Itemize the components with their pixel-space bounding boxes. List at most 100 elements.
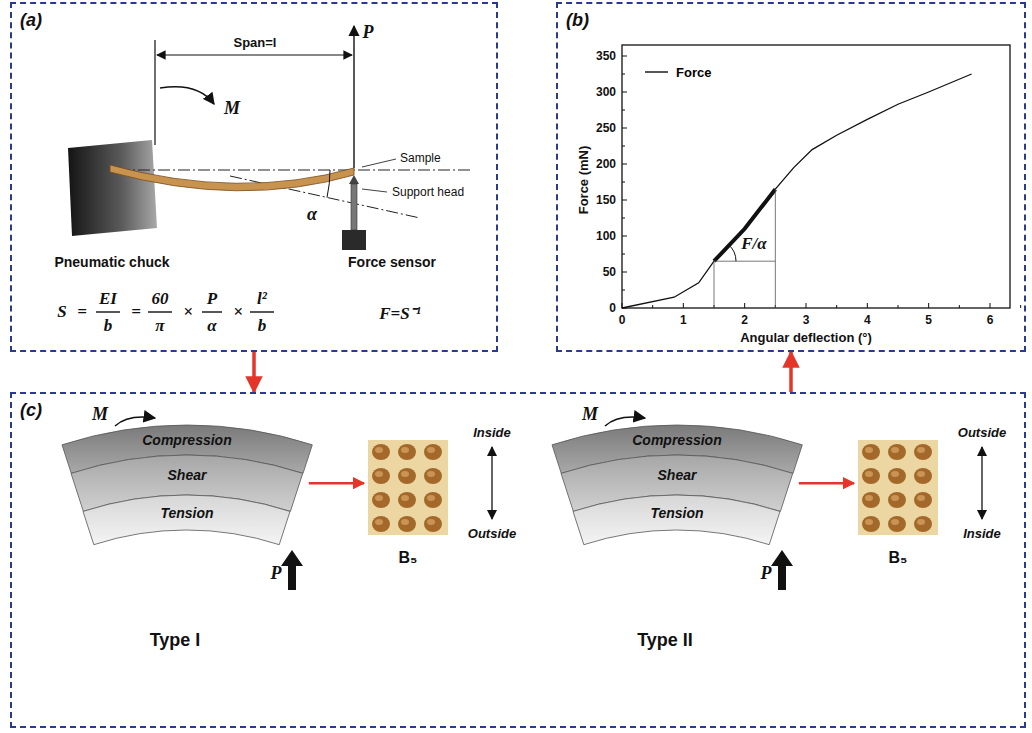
band-label: Tension [650, 505, 703, 521]
part-name: Support head [392, 185, 464, 199]
sample-label: B₅ [399, 549, 418, 567]
micrograph-image [858, 440, 938, 535]
direction-label: Outside [958, 425, 1006, 440]
tick-label: 5 [925, 313, 932, 327]
band-shape [573, 495, 780, 545]
tick-label: 0 [609, 301, 616, 315]
slope-label: F/α [741, 234, 766, 254]
fraction-bar [96, 311, 274, 312]
sample-beam [110, 165, 354, 191]
force-chart [622, 182, 625, 183]
reference-line [154, 40, 155, 145]
force-chart [622, 45, 1021, 308]
tick-label: 200 [596, 157, 616, 171]
part-name: Sample [400, 151, 441, 165]
direction-label: Inside [963, 526, 1001, 541]
formula-term: 60 [152, 289, 169, 309]
force-symbol: P [271, 563, 282, 584]
support-head [349, 175, 359, 184]
panel-letter: (a) [20, 10, 42, 31]
force-chart [622, 146, 625, 147]
formula-term: b [258, 316, 267, 336]
force-chart [728, 244, 736, 261]
chuck-body [68, 140, 157, 236]
micrograph: B₅ [368, 440, 448, 572]
formula-term: EI [99, 289, 117, 309]
band-label: Tension [160, 505, 213, 521]
force-chart [990, 303, 991, 308]
band-label: Compression [142, 432, 231, 448]
tick-label: 6 [987, 313, 994, 327]
tick-label: 250 [596, 121, 616, 135]
micrograph: B₅ [858, 440, 938, 572]
micrograph-image [368, 440, 448, 535]
micrograph-image [858, 440, 938, 535]
formula-term: P [207, 289, 217, 309]
formula-term: l² [257, 289, 267, 309]
legend-sample [645, 71, 668, 72]
tick-label: 300 [596, 85, 616, 99]
panel-letter: (c) [20, 400, 42, 421]
tick-label: 350 [596, 49, 616, 63]
formula-term: × [183, 302, 193, 322]
figure-panel: (a) [10, 2, 498, 352]
force-chart [959, 305, 960, 308]
support-head [342, 175, 366, 250]
fraction-bar [148, 311, 172, 312]
force-chart [806, 303, 807, 308]
formula-term: S [57, 302, 66, 322]
formula-term: × [233, 302, 243, 322]
axis-title: Angular deflection (°) [740, 330, 872, 345]
formula-term: F=S⁻¹ [379, 301, 421, 324]
reference-line [157, 54, 352, 55]
leader-line [362, 159, 396, 167]
direction-label: Inside [473, 425, 511, 440]
force-chart [928, 303, 929, 308]
support-head [351, 184, 357, 230]
tick-label: 2 [741, 313, 748, 327]
flow-arrow [789, 352, 793, 392]
flow-arrow [309, 482, 364, 485]
force-symbol: P [761, 563, 772, 584]
leader-line [362, 189, 387, 192]
force-chart [683, 303, 684, 308]
angle-arc [327, 170, 330, 198]
force-chart [622, 110, 625, 111]
formula-term: = [131, 302, 141, 322]
force-chart [622, 74, 972, 308]
sample-beam [110, 165, 354, 191]
force-chart [652, 305, 653, 308]
force-chart [744, 303, 745, 308]
sample-label: B₅ [889, 549, 908, 567]
direction-label: Outside [468, 526, 516, 541]
force-chart [1020, 305, 1021, 308]
force-chart [714, 261, 775, 308]
chuck-body [68, 140, 157, 236]
leader-line [362, 159, 396, 192]
type-label: Type II [637, 630, 693, 651]
fraction-bar [202, 311, 222, 312]
part-name: Force sensor [348, 254, 436, 270]
force-arrow [353, 26, 354, 168]
angle-arc [327, 170, 330, 198]
moment-symbol: M [224, 98, 240, 119]
band-shape [83, 495, 290, 545]
formula-term: b [104, 316, 113, 336]
tick-label: 4 [864, 313, 871, 327]
dimension-label: Span=l [234, 35, 277, 50]
band-label: Compression [632, 432, 721, 448]
force-chart [622, 200, 627, 201]
force-chart [622, 218, 625, 219]
stress-band: Tension [83, 495, 290, 545]
panel-letter: (b) [566, 10, 589, 31]
force-chart [622, 303, 623, 308]
type-label: Type I [150, 630, 201, 651]
formula-term: α [207, 316, 216, 336]
force-chart [622, 236, 627, 237]
flow-arrow [252, 352, 256, 392]
flow-arrow [799, 482, 854, 485]
force-chart [622, 272, 627, 273]
force-chart [867, 303, 868, 308]
